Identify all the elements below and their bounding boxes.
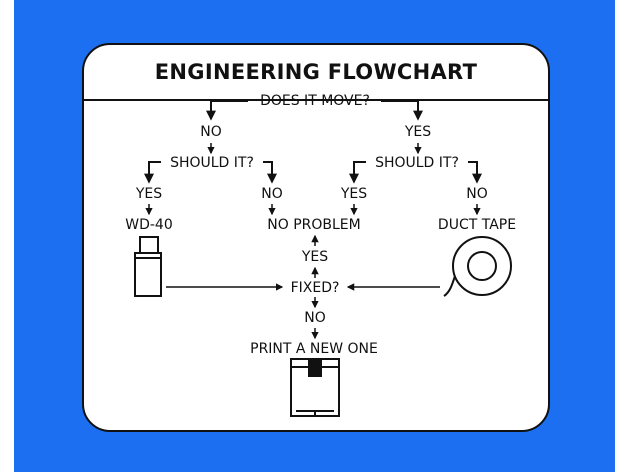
tape-roll-icon [443,236,512,297]
connector-should-right-no [468,161,482,184]
node-no-moves: NO [200,124,222,140]
node-no-fixed: NO [304,310,326,326]
node-duct-tape: DUCT TAPE [438,217,516,233]
node-yes-right: YES [340,186,367,202]
connector-move-no [206,100,248,121]
node-no-left: NO [261,186,283,202]
connector-should-right-yes [349,161,366,184]
flowchart-title: ENGINEERING FLOWCHART [154,60,478,84]
node-print-new-one: PRINT A NEW ONE [250,341,378,357]
node-fixed: FIXED? [291,280,340,296]
node-yes-fixed: YES [301,249,328,265]
node-yes-moves: YES [404,124,431,140]
node-no-right: NO [466,186,488,202]
connector-should-left-no [263,161,277,184]
connector-should-left-yes [144,161,161,184]
node-yes-left: YES [135,186,162,202]
node-no-problem: NO PROBLEM [267,217,360,233]
3d-printer-icon [290,358,340,417]
flowchart-header: ENGINEERING FLOWCHART [84,45,548,101]
node-does-it-move: DOES IT MOVE? [260,93,370,109]
node-should-it-right: SHOULD IT? [375,155,459,171]
connector-move-yes [381,100,423,121]
node-should-it-left: SHOULD IT? [170,155,254,171]
spray-can-icon [134,236,162,297]
node-wd40: WD-40 [125,217,173,233]
